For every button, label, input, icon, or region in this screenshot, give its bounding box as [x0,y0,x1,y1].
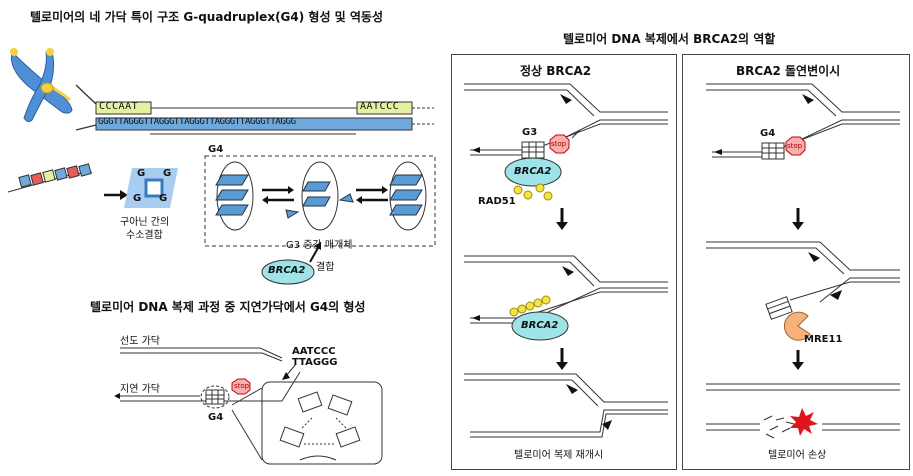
rad51-filament-icon [509,295,551,317]
replication-fork-lagging [114,347,301,402]
chromosome-icon [10,48,73,123]
brca2-icon [261,259,315,285]
normal-caption: 텔로미어 복제 재개시 [514,450,604,461]
seq-aatccc: AATCCC [292,346,336,357]
hbond-label-2: 수소결합 [126,230,163,241]
g4-label: G4 [208,144,224,155]
brca2-label: BRCA2 [521,320,559,331]
normal-fork-2 [464,255,668,324]
g-label: G [137,168,146,179]
lagging-strand-title: 텔로미어 DNA 복제 과정 중 지연가닥에서 G4의 형성 [90,300,366,314]
intermediate-label: G3 중간 매개체 [286,240,353,251]
seq-top-left: CCCAAT [99,101,139,112]
stop-label: stop [234,382,250,390]
stop-label: stop [551,140,567,148]
seq-top-right: AATCCC [360,101,400,112]
mutant-brca2-panel [682,54,910,470]
mre11-label: MRE11 [804,334,843,345]
normal-brca2-panel [451,54,677,470]
mutant-fork-2 [706,241,900,303]
g4-formation-title: 텔로미어의 네 가닥 특이 구조 G-quadruplex(G4) 형성 및 역… [30,10,384,24]
mutant-fork-3 [706,383,900,431]
g4-dynamics-inset [261,381,383,465]
damage-burst-icon [790,408,818,436]
g4-structure-icon [389,161,427,231]
telomere-sequence-strip [95,101,434,135]
rad51-label: RAD51 [478,196,516,207]
hbond-label-1: 구아닌 간의 [120,217,170,228]
mutant-caption: 텔로미어 손상 [768,450,827,461]
dna-fragments-icon [763,415,795,439]
brca2-role-title: 텔로미어 DNA 복제에서 BRCA2의 역할 [563,32,776,46]
g-label: G [133,193,142,204]
g3-intermediate-icon [285,161,354,231]
seq-bottom: GGGTTAGGGTTAGGGTTAGGGTTAGGGTTAGGGTTAGGG [98,117,296,127]
mutant-fork-1 [706,83,900,158]
rad51-icon [513,183,553,201]
g-label: G [159,193,168,204]
g4-stack-icon [761,142,785,160]
brca2-label: BRCA2 [514,166,552,177]
lagging-strand-label: 지연 가닥 [120,384,160,395]
normal-fork-3 [464,373,668,438]
normal-heading: 정상 BRCA2 [520,64,592,78]
g-label: G [163,168,172,179]
stop-label: stop [787,142,803,150]
mre11-icon [783,311,811,341]
telomere-strand-icon [7,163,93,193]
g4-label: G4 [208,412,224,423]
seq-ttaggg: TTAGGG [292,357,338,368]
g4-stack-icon [765,296,793,320]
g4-label: G4 [760,128,776,139]
g-quartet-icon [124,168,178,208]
brca2-label: BRCA2 [268,265,306,276]
g3-label: G3 [522,127,538,138]
g4-structure-icon [215,161,254,231]
leading-strand-label: 선도 가닥 [120,336,160,347]
binding-label: 결합 [316,262,335,273]
stop-sign-icon [785,136,806,156]
brca2-icon [504,157,562,187]
g4-dynamics-inset-icons [279,391,361,461]
stop-sign-icon [231,378,251,395]
stop-sign-icon [549,134,570,154]
brca2-icon [511,311,569,341]
g4-stack-icon [205,389,225,405]
mutant-heading: BRCA2 돌연변이시 [736,64,841,78]
